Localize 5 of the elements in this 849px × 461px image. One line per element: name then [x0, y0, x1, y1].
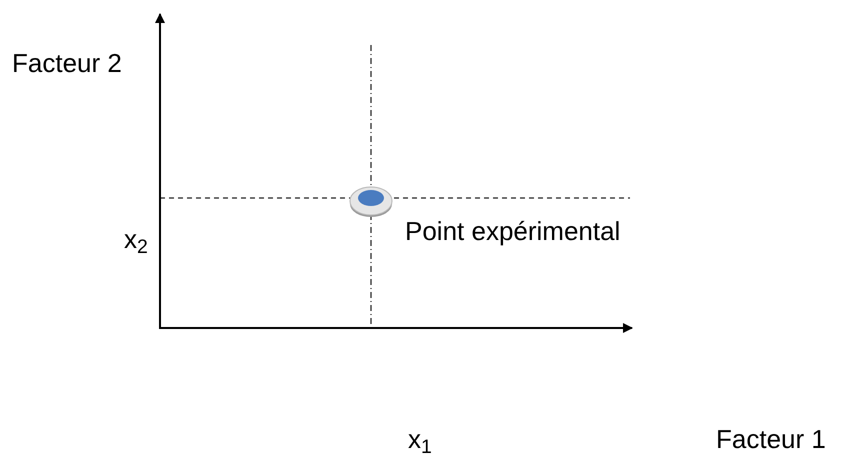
- point-label: Point expérimental: [405, 215, 620, 248]
- axis-value-label: x$_{1}$: [408, 423, 432, 459]
- axis-value-label: x$_{2}$: [124, 223, 148, 259]
- axis-title: Facteur 1: [716, 423, 826, 456]
- axis-title: Facteur 2: [12, 47, 122, 80]
